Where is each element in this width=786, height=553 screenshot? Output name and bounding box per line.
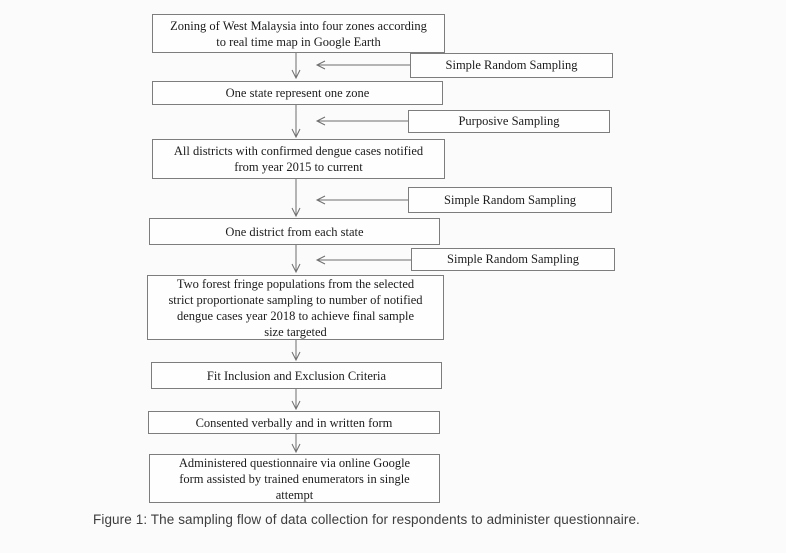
down-arrow	[291, 434, 301, 454]
flow-box-consent: Consented verbally and in written form	[148, 411, 440, 434]
down-arrow	[291, 105, 301, 139]
down-arrow	[291, 245, 301, 274]
side-box-simple-random-sampling-1: Simple Random Sampling	[410, 53, 613, 78]
left-arrow	[315, 60, 410, 70]
left-arrow	[315, 116, 408, 126]
flow-box-questionnaire: Administered questionnaire via online Go…	[149, 454, 440, 503]
down-arrow	[291, 340, 301, 362]
side-box-simple-random-sampling-2: Simple Random Sampling	[408, 187, 612, 213]
figure-caption: Figure 1: The sampling flow of data coll…	[93, 512, 640, 527]
down-arrow	[291, 179, 301, 218]
side-box-purposive-sampling: Purposive Sampling	[408, 110, 610, 133]
flow-box-criteria: Fit Inclusion and Exclusion Criteria	[151, 362, 442, 389]
flow-box-forest-fringe: Two forest fringe populations from the s…	[147, 275, 444, 340]
left-arrow	[315, 195, 408, 205]
flow-box-zoning: Zoning of West Malaysia into four zones …	[152, 14, 445, 53]
side-box-simple-random-sampling-3: Simple Random Sampling	[411, 248, 615, 271]
flow-box-one-state: One state represent one zone	[152, 81, 443, 105]
down-arrow	[291, 53, 301, 80]
left-arrow	[315, 255, 411, 265]
flow-box-one-district: One district from each state	[149, 218, 440, 245]
flow-box-districts: All districts with confirmed dengue case…	[152, 139, 445, 179]
down-arrow	[291, 389, 301, 411]
